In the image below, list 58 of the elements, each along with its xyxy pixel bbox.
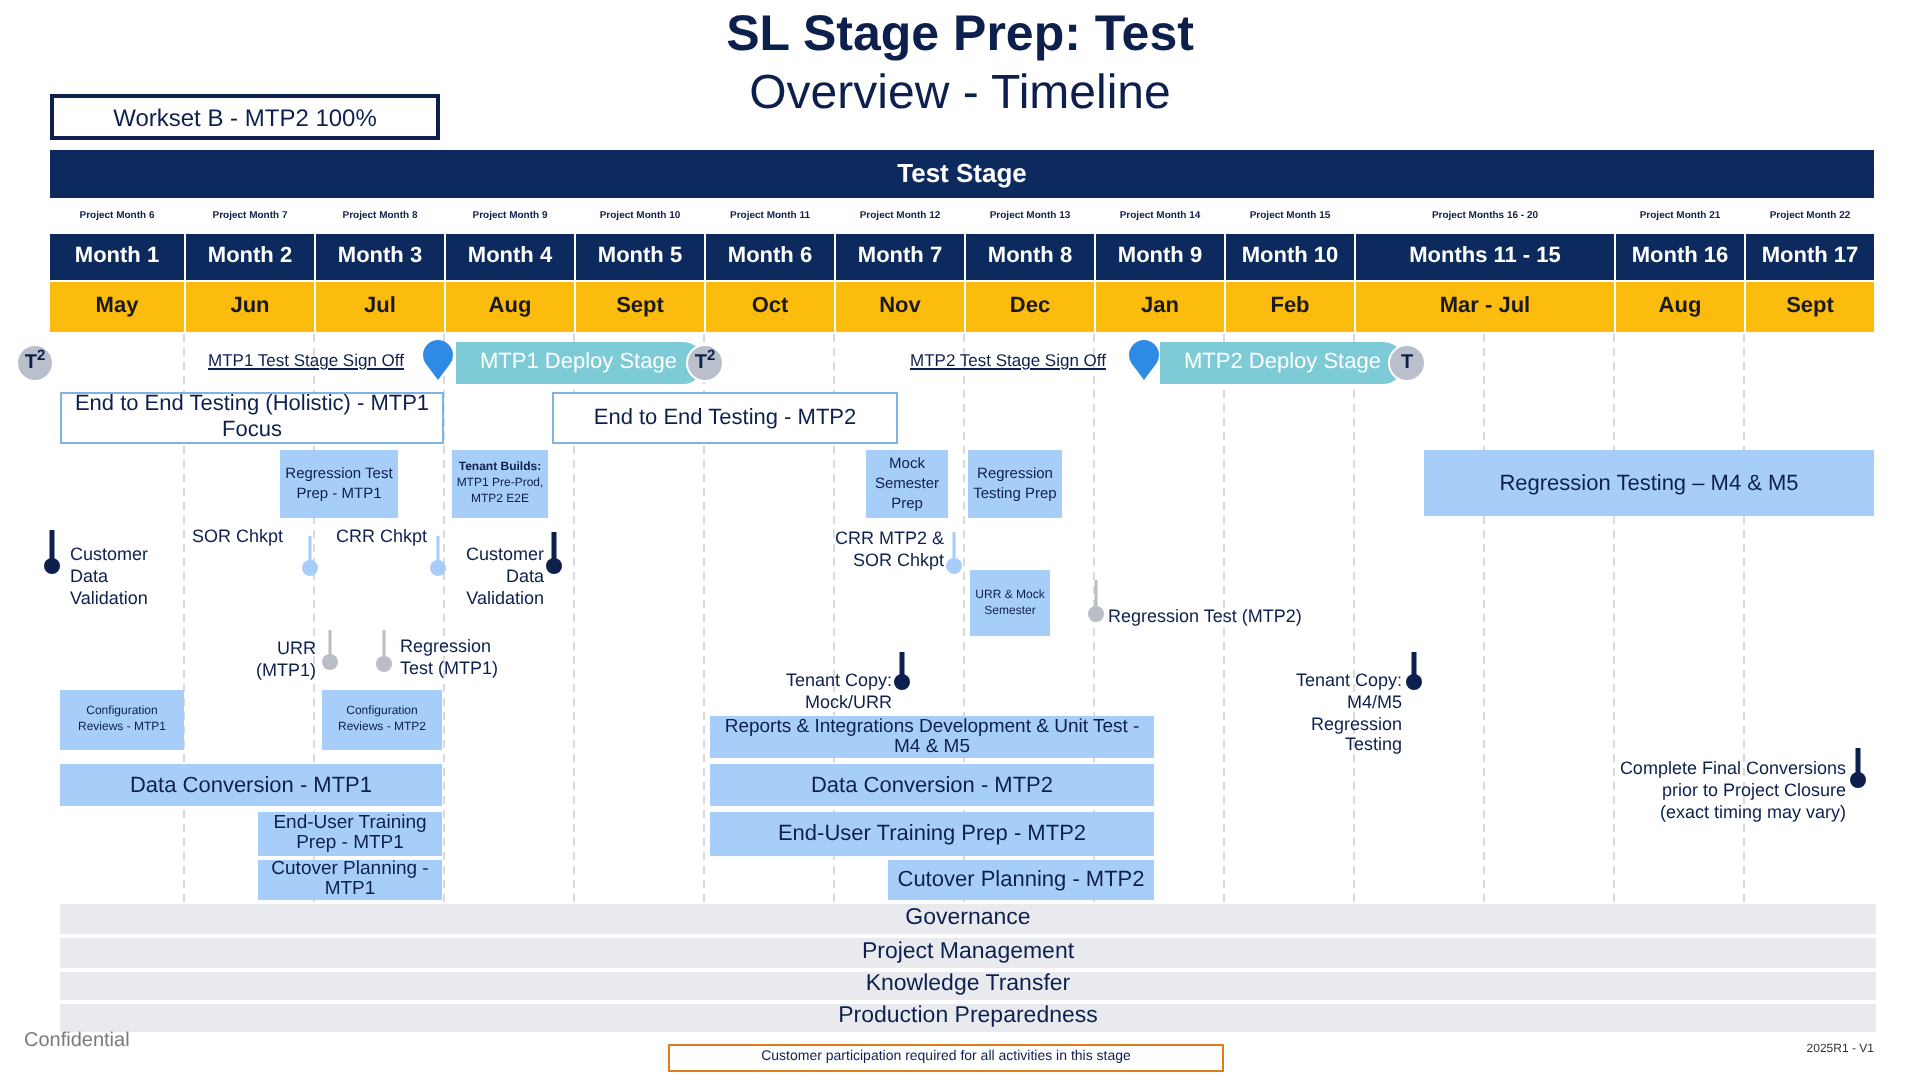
milestone-label: Regression Test (MTP1) [400, 636, 501, 680]
month-cell: Month 10 [1226, 234, 1354, 280]
milestone-label: Regression Test (MTP2) [1108, 606, 1304, 628]
calendar-month-cell: May [50, 282, 184, 332]
month-cell: Month 9 [1096, 234, 1224, 280]
month-cell: Month 17 [1746, 234, 1874, 280]
month-cell: Month 3 [316, 234, 444, 280]
task-bar: Cutover Planning - MTP2 [888, 860, 1154, 900]
task-bar: Data Conversion - MTP1 [60, 764, 442, 806]
milestone-label: Tenant Copy: M4/M5 Regression Testing [1293, 670, 1402, 757]
calendar-month-cell: Aug [446, 282, 574, 332]
month-cell: Months 11 - 15 [1356, 234, 1614, 280]
calendar-month-cell: Aug [1616, 282, 1744, 332]
milestone-label: CRR Chkpt [336, 526, 430, 548]
calendar-month-cell: Jun [186, 282, 314, 332]
milestone-label: Customer Data Validation [70, 544, 151, 609]
task-bar: Cutover Planning - MTP1 [258, 860, 442, 900]
subtitle: Overview - Timeline [747, 66, 1173, 124]
workstream-band: Production Preparedness [60, 1004, 1876, 1032]
calendar-month-cell: Jan [1096, 282, 1224, 332]
milestone-label: URR (MTP1) [254, 638, 316, 682]
title: SL Stage Prep: Test [724, 4, 1196, 64]
month-cell: Month 1 [50, 234, 184, 280]
workstream-band: Project Management [60, 938, 1876, 968]
calendar-month-cell: Dec [966, 282, 1094, 332]
milestone-label: SOR Chkpt [192, 526, 286, 548]
outlined-task-box: End to End Testing (Holistic) - MTP1 Focus [60, 392, 444, 444]
workstream-band: Governance [60, 904, 1876, 934]
calendar-month-cell: Mar - Jul [1356, 282, 1614, 332]
calendar-month-cell: Sept [1746, 282, 1874, 332]
task-bar: Data Conversion - MTP2 [710, 764, 1154, 806]
calendar-month-cell: Feb [1226, 282, 1354, 332]
task-bar: End-User Training Prep - MTP2 [710, 812, 1154, 856]
task-bar: End-User Training Prep - MTP1 [258, 812, 442, 856]
workstream-band: Knowledge Transfer [60, 972, 1876, 1000]
milestone-label: CRR MTP2 & SOR Chkpt [832, 528, 944, 572]
outlined-task-box: End to End Testing - MTP2 [552, 392, 898, 444]
month-cell: Month 4 [446, 234, 574, 280]
month-cell: Month 16 [1616, 234, 1744, 280]
workset-label-box: Workset B - MTP2 100% [50, 94, 440, 140]
milestone-label: Customer Data Validation [463, 544, 544, 609]
footer-text: Confidential [24, 1030, 132, 1054]
stage-header-bar: Test Stage [50, 150, 1874, 198]
month-cell: Month 6 [706, 234, 834, 280]
milestone-label: Tenant Copy: Mock/URR [783, 670, 892, 714]
month-cell: Month 7 [836, 234, 964, 280]
task-bar: Regression Testing – M4 & M5 [1424, 450, 1874, 516]
calendar-month-cell: Oct [706, 282, 834, 332]
task-bar: Reports & Integrations Development & Unit Test - M4 & M5 [710, 716, 1154, 758]
calendar-month-cell: Jul [316, 282, 444, 332]
month-cell: Month 5 [576, 234, 704, 280]
milestone-link: MTP1 Test Stage Sign Off [208, 350, 406, 371]
milestone-link: MTP2 Test Stage Sign Off [910, 350, 1108, 371]
calendar-month-cell: Sept [576, 282, 704, 332]
calendar-month-cell: Nov [836, 282, 964, 332]
milestone-label: Complete Final Conversions prior to Project Closure (exact timing may vary) [1617, 758, 1846, 823]
month-cell: Month 2 [186, 234, 314, 280]
month-cell: Month 8 [966, 234, 1094, 280]
